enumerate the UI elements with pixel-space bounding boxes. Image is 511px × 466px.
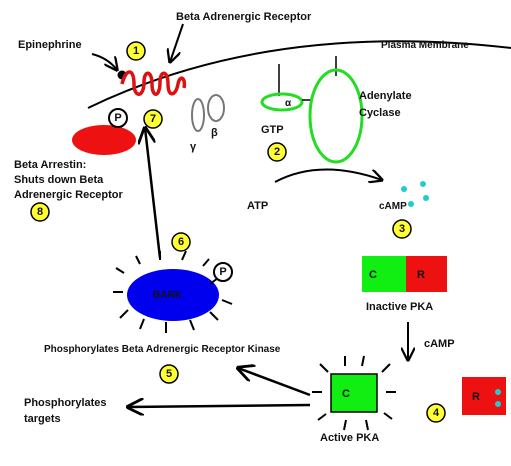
phospho-targets-line2: targets [24,413,61,425]
camp-label: cAMP [379,201,407,212]
arrestin-label-line2: Shuts down Beta [14,174,104,186]
arrestin-label-line1: Beta Arrestin: [14,159,86,171]
receptor-pointer-arrow [170,23,184,62]
active-pka-c-subunit [330,373,378,413]
bark-kinase [127,269,219,321]
g-alpha-subunit [260,92,304,112]
svg-text:8: 8 [37,206,43,218]
phosphorylates-bark-label: Phosphorylates Beta Adrenergic Receptor … [44,344,281,355]
bark-spikes [113,250,233,333]
g-beta-subunit [207,94,225,122]
bound-camp-dots [495,389,501,407]
beta-receptor-label: Beta Adrenergic Receptor [176,11,312,23]
step-marker-2: 2 [267,142,287,162]
gtp-label: GTP [261,124,284,136]
epinephrine-label: Epinephrine [18,39,82,51]
pka-to-bark-arrow [238,368,311,397]
inactive-pka-r-subunit [406,256,447,292]
bark-label: BARK [153,290,183,301]
epinephrine-arrow [91,53,117,70]
inactive-pka-r-label: R [417,269,425,281]
g-gamma-subunit [191,98,205,132]
arrestin-phosphate-circle [108,108,128,128]
cyclase-label: Cyclase [359,107,401,119]
adenylate-cyclase [308,68,364,164]
inactive-pka-c-subunit [362,256,406,292]
plasma-membrane-label: Plasma Membrane [381,40,469,51]
camp-dots [401,181,429,207]
step-marker-6: 6 [171,232,191,252]
alpha-subunit-label: α [285,98,292,109]
pka-to-targets-arrow [128,405,311,407]
bark-to-receptor-arrow [145,128,162,259]
free-r-label: R [472,391,480,403]
inactive-pka-c-label: C [369,269,377,281]
adenylate-label: Adenylate [359,90,412,102]
inactive-pka-label: Inactive PKA [366,301,433,313]
step-marker-3: 3 [392,219,412,239]
svg-text:4: 4 [433,407,440,419]
phospho-targets-line1: Phosphorylates [24,397,107,409]
svg-text:6: 6 [178,236,184,248]
bark-phosphate-label: P [219,266,226,278]
svg-text:1: 1 [133,45,139,57]
beta-receptor-squiggle [120,70,187,96]
step-marker-8: 8 [30,202,50,222]
svg-text:2: 2 [274,146,280,158]
atp-camp-arrow [274,168,382,182]
step-marker-1: 1 [126,41,146,61]
step-marker-5: 5 [159,364,179,384]
bark-phosphate-circle [213,262,233,282]
active-pka-label: Active PKA [320,432,379,444]
step-marker-7: 7 [143,109,163,129]
svg-text:3: 3 [399,223,405,235]
atp-label: ATP [247,200,268,212]
gamma-subunit-label: γ [190,141,197,153]
step-marker-4: 4 [426,403,446,423]
svg-text:7: 7 [150,113,156,125]
free-r-subunit [462,377,506,415]
active-pka-c-label: C [342,388,350,400]
arrestin-phosphate-label: P [114,112,121,124]
svg-text:5: 5 [166,368,172,380]
arrestin-label-line3: Adrenergic Receptor [14,189,124,201]
beta-subunit-label: β [211,127,218,139]
beta-arrestin-blob [72,125,136,155]
camp-arrow-label: cAMP [424,338,455,350]
active-pka-spikes [312,355,396,431]
plasma-membrane-curve [87,40,511,109]
